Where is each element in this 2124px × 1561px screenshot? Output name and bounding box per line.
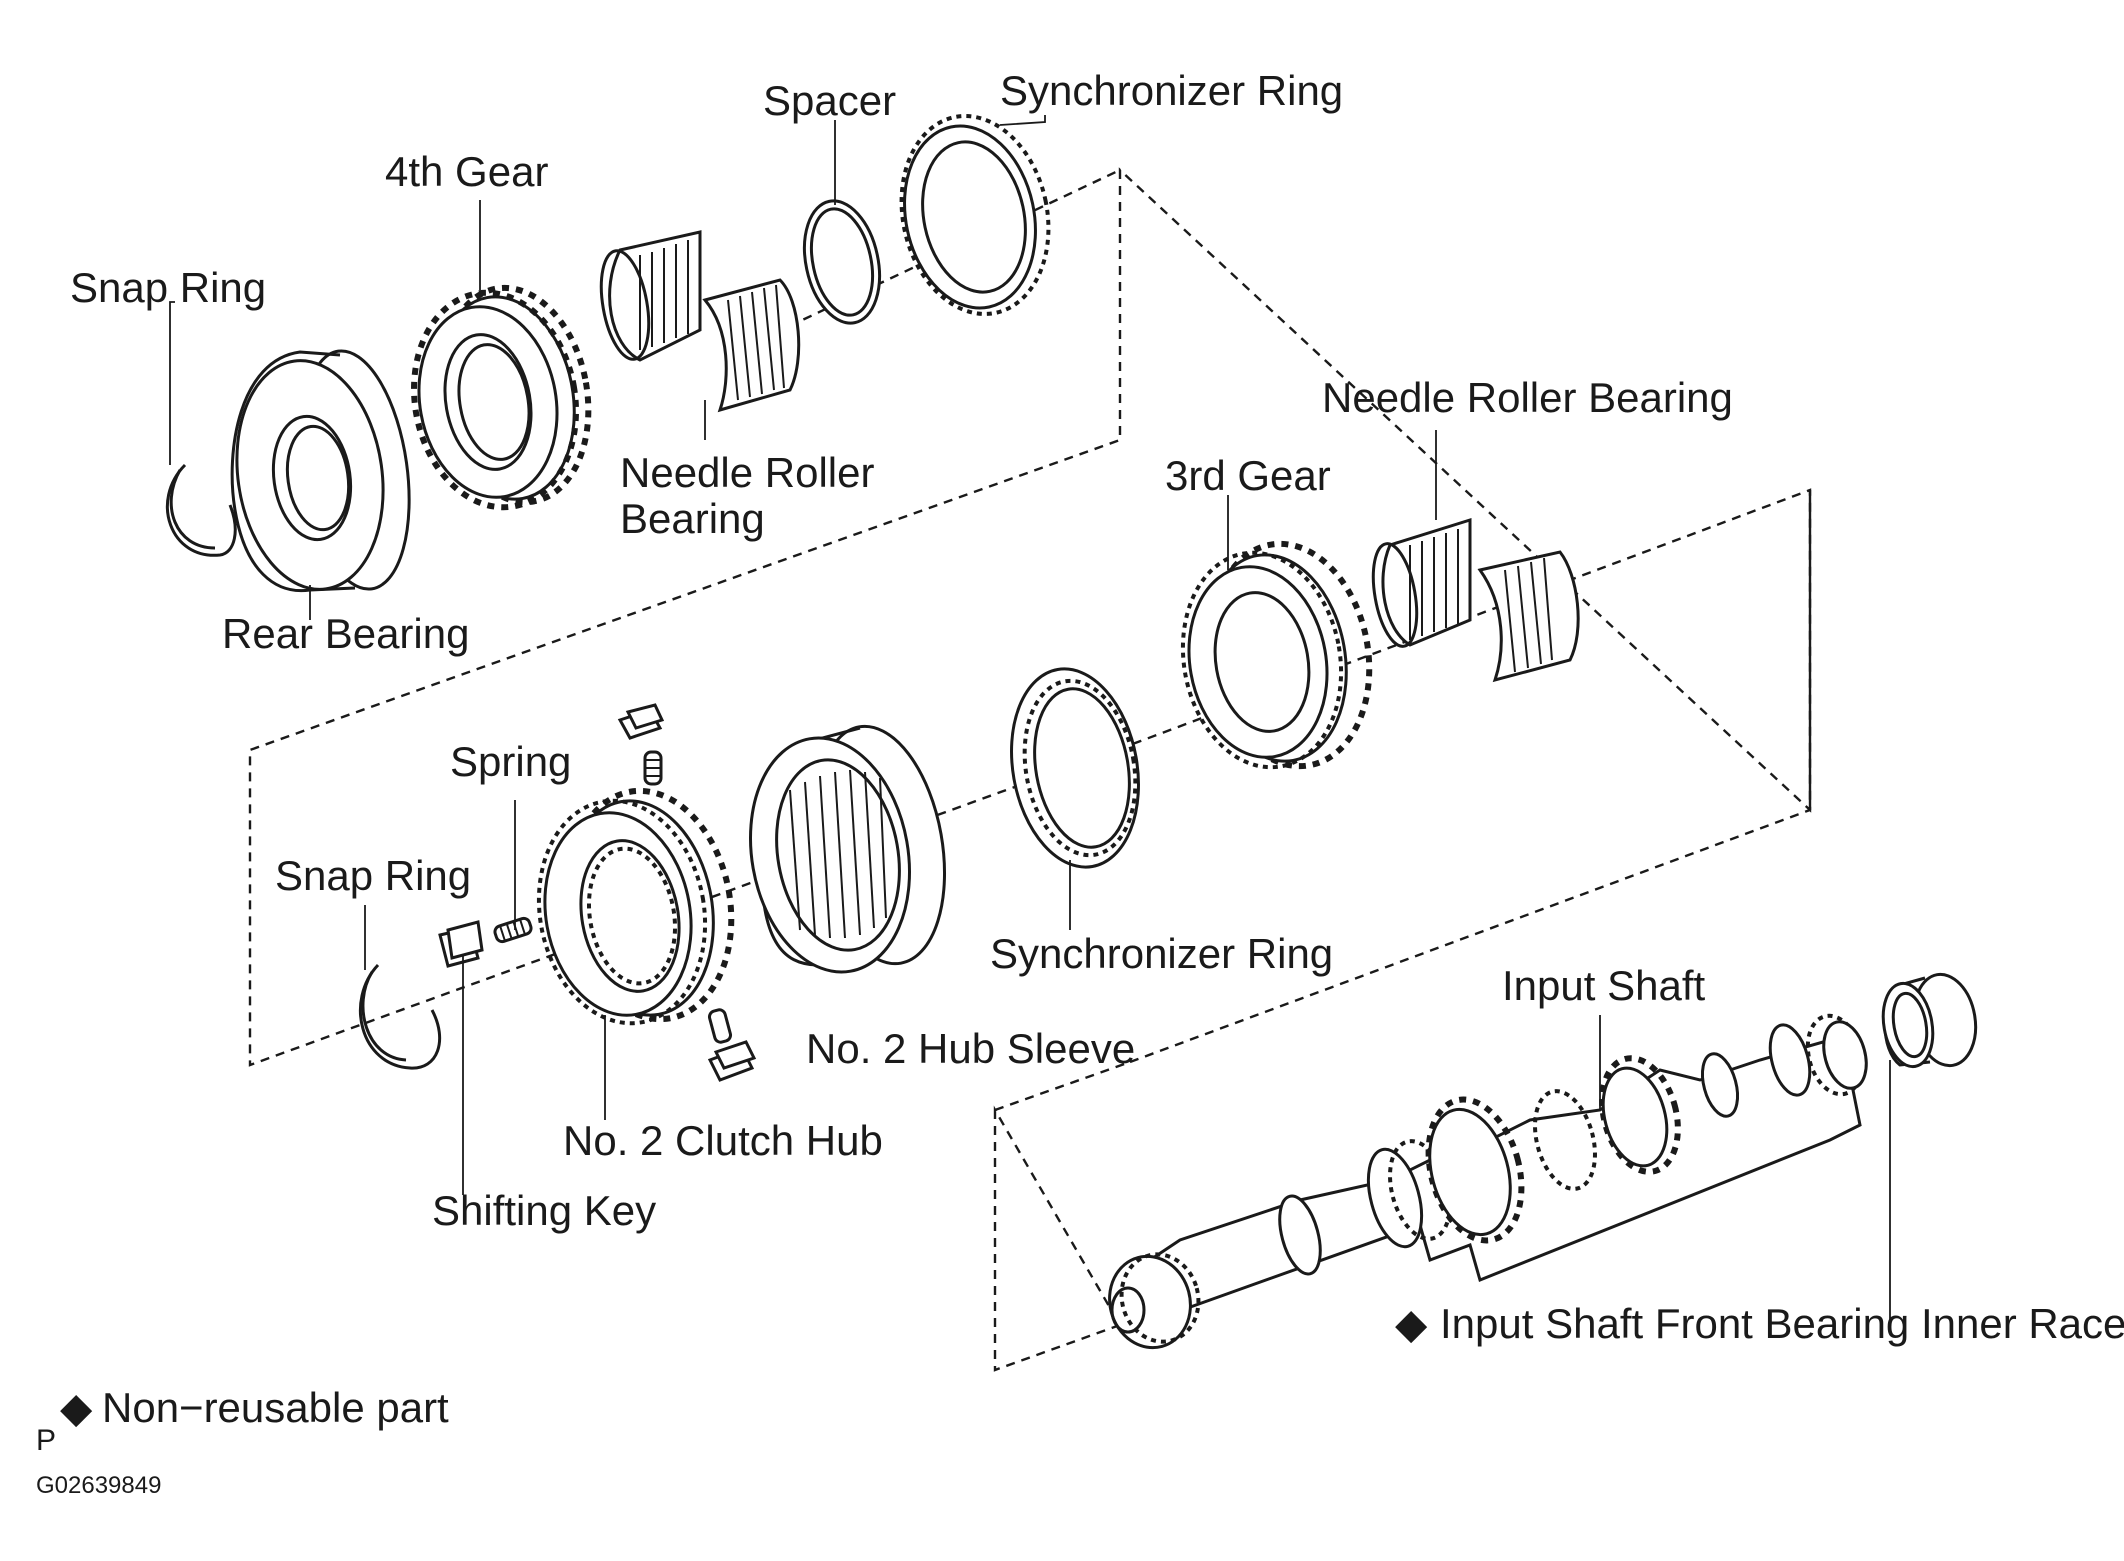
label-spring: Spring — [450, 738, 571, 785]
label-shifting-key: Shifting Key — [432, 1187, 656, 1234]
label-needle-roller-bearing-right: Needle Roller Bearing — [1322, 374, 1733, 421]
non-reusable-marker-inner-race: ◆ — [1395, 1300, 1428, 1347]
label-input-shaft-front-bearing-inner-race: Input Shaft Front Bearing Inner Race — [1440, 1300, 2124, 1347]
synchronizer-ring-bottom-part — [1010, 667, 1140, 869]
label-third-gear: 3rd Gear — [1165, 452, 1331, 499]
label-no2-hub-sleeve: No. 2 Hub Sleeve — [806, 1025, 1135, 1072]
snap-ring-bottom-part — [358, 963, 442, 1070]
no2-hub-sleeve-part — [748, 724, 947, 974]
third-gear-part — [1180, 540, 1373, 770]
fourth-gear-part — [411, 284, 592, 511]
leader-lines — [169, 115, 1891, 1320]
label-fourth-gear: 4th Gear — [385, 148, 548, 195]
label-rear-bearing: Rear Bearing — [222, 610, 469, 657]
needle-roller-bearing-top-part — [599, 230, 801, 413]
label-snap-ring-bottom: Snap Ring — [275, 852, 471, 899]
legend-prefix: P — [36, 1424, 56, 1457]
label-snap-ring-top: Snap Ring — [70, 264, 266, 311]
shifting-key-lower-part — [707, 1008, 757, 1082]
shaft-box-top-edge — [994, 1060, 1131, 1112]
divider-dashed-line — [1129, 808, 1811, 1064]
label-synchronizer-ring-bottom: Synchronizer Ring — [990, 930, 1333, 977]
label-no2-clutch-hub: No. 2 Clutch Hub — [563, 1117, 883, 1164]
shaft-group-dashed-box — [993, 1105, 1122, 1372]
figure-code: G02639849 — [36, 1472, 161, 1499]
spacer-part — [803, 199, 881, 325]
shifting-key-upper-part — [617, 703, 665, 786]
label-spacer: Spacer — [763, 77, 896, 124]
legend-symbol: ◆ — [60, 1384, 93, 1431]
inner-race-part — [1881, 972, 1978, 1069]
synchronizer-ring-top-part — [899, 114, 1051, 316]
label-needle-roller-bearing-top-line2: Bearing — [620, 495, 765, 542]
label-input-shaft: Input Shaft — [1502, 962, 1705, 1009]
spring-part — [493, 916, 533, 944]
legend-text: Non−reusable part — [102, 1384, 449, 1431]
needle-roller-bearing-right-part — [1371, 517, 1580, 683]
label-needle-roller-bearing-top-line1: Needle Roller — [620, 449, 874, 496]
label-synchronizer-ring-top: Synchronizer Ring — [1000, 67, 1343, 114]
no2-clutch-hub-part — [536, 787, 735, 1026]
shifting-key-part — [438, 920, 484, 968]
snap-ring-top-part — [166, 463, 237, 557]
input-shaft-part — [1108, 1013, 1868, 1350]
rear-bearing-part — [230, 349, 411, 593]
